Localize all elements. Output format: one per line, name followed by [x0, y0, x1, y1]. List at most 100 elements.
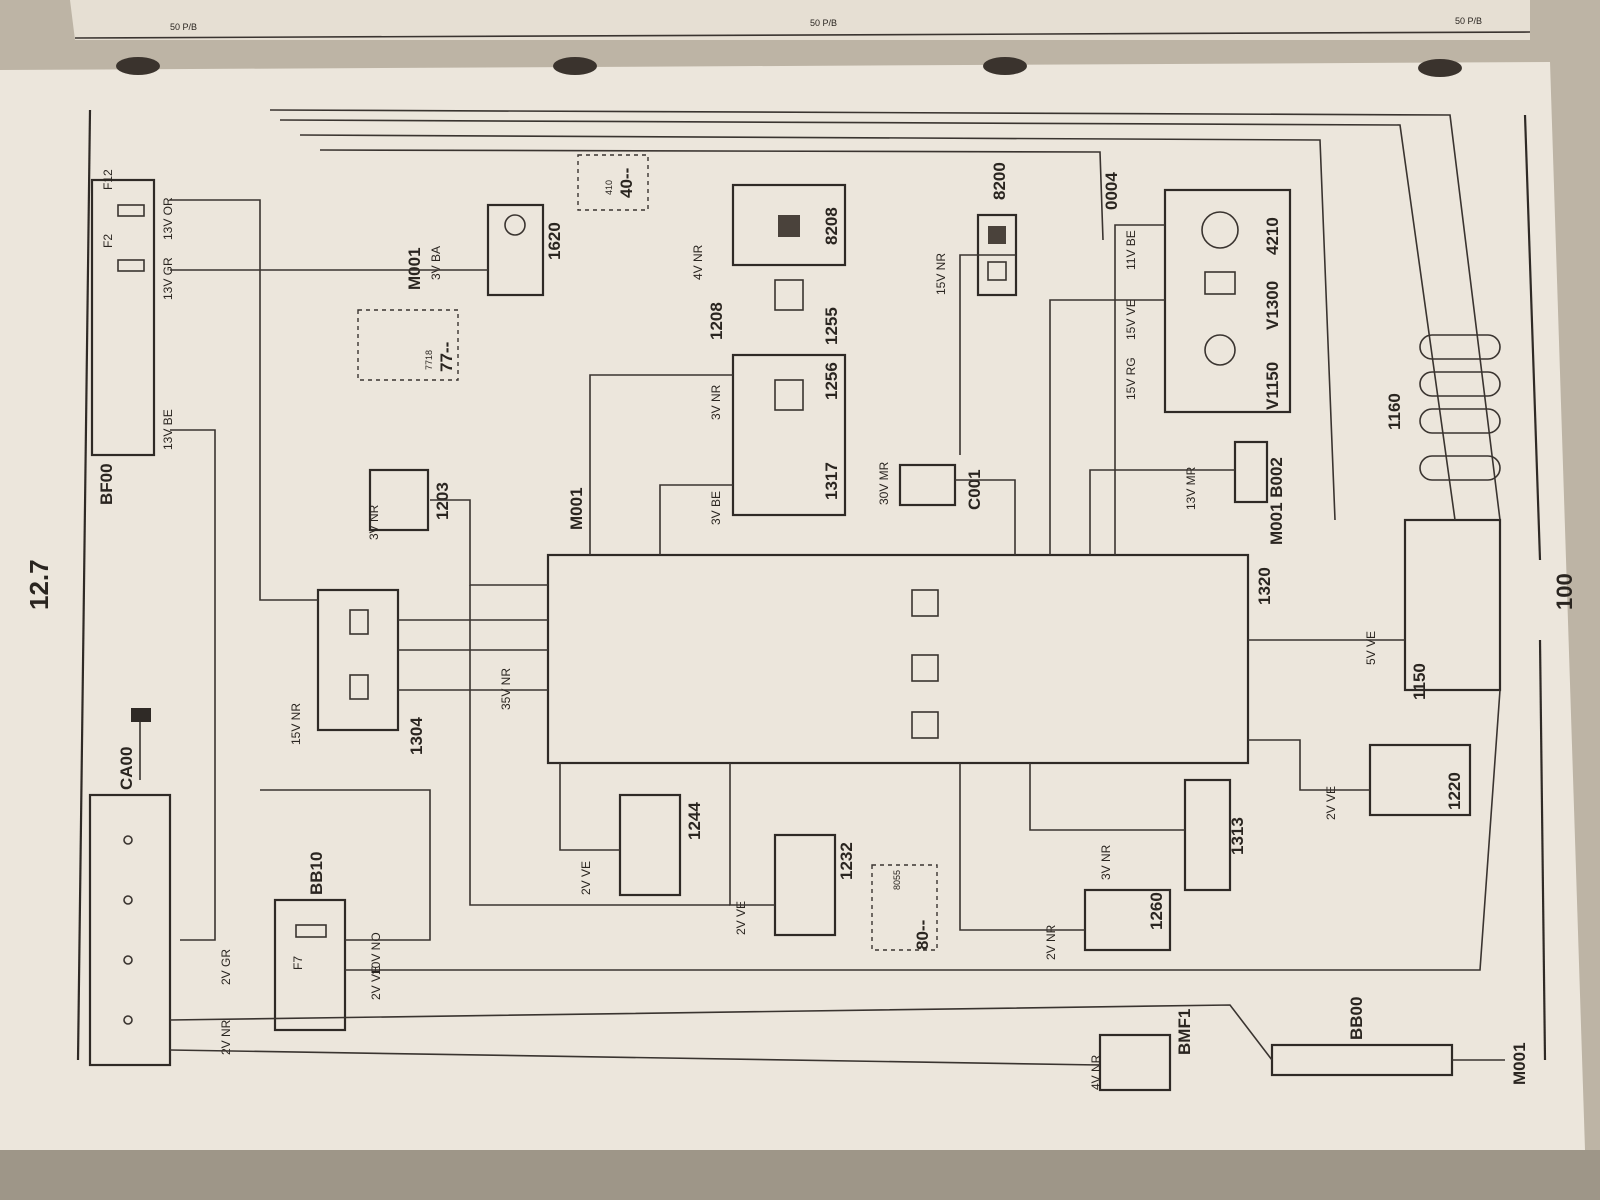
1208-conn-1: 4V NR	[691, 244, 705, 280]
1255-solenoid	[774, 279, 804, 311]
1203-box	[368, 468, 430, 532]
1620-sensor-icon	[504, 214, 526, 236]
bb10-label: BB10	[307, 852, 326, 895]
1260-conn: 2V NR	[1044, 924, 1058, 960]
ca00-conn-2: 2V NR	[219, 1019, 233, 1055]
8200-switch-icon	[988, 226, 1006, 244]
1244-conn: 2V VE	[579, 861, 593, 895]
ca00-conn-1: 2V GR	[219, 949, 233, 985]
c001-box	[898, 463, 957, 507]
1150-box	[1403, 518, 1502, 692]
bf00-conn-3: 13V BE	[161, 409, 175, 450]
ref-box-40	[577, 154, 649, 211]
1150-label: 1150	[1410, 663, 1429, 700]
bb10-box	[273, 898, 347, 1032]
v1150-label: V1150	[1263, 362, 1282, 410]
4210-gauge-icon	[1201, 211, 1239, 249]
binding-hole	[553, 57, 597, 75]
ref-code-8055: 8055	[892, 870, 902, 890]
bb10-fuse-f7-label: F7	[291, 956, 305, 970]
binding-hole	[983, 57, 1027, 75]
1150-conn: 5V VE	[1364, 631, 1378, 665]
1620-label: 1620	[545, 222, 564, 260]
bf00-box	[90, 178, 156, 457]
ca00-contact	[123, 955, 133, 965]
bmf1-conn: 4V NR	[1089, 1054, 1103, 1090]
page	[0, 62, 1585, 1150]
instrument-cluster-box	[1163, 188, 1292, 414]
m001-label-a: M001	[405, 247, 424, 290]
running-header-1: 50 P/B	[170, 22, 197, 32]
ref-page-40: 40--	[617, 168, 636, 198]
key-icon	[131, 708, 151, 722]
running-header-3: 50 P/B	[1455, 16, 1482, 26]
ref-box-80	[871, 864, 938, 951]
b002-box	[1233, 440, 1269, 504]
1220-box	[1368, 743, 1472, 817]
page-number: 100	[1552, 573, 1577, 610]
4210-label: 4210	[1263, 217, 1282, 255]
ca00-label: CA00	[117, 747, 136, 790]
m001-label-b: M001	[567, 487, 586, 530]
8200-lamp-icon	[987, 261, 1007, 281]
1317-label: 1317	[822, 462, 841, 500]
bb10-conn-1: 10V NO	[369, 932, 383, 975]
1208-conn-2: 3V NR	[709, 384, 723, 420]
glow-plug	[1419, 408, 1501, 434]
ref-code-410: 410	[604, 180, 614, 195]
bf00-label: BF00	[97, 463, 116, 505]
glow-plug	[1419, 334, 1501, 360]
wire-bundle	[169, 109, 1505, 1066]
ca00-box	[88, 793, 172, 1067]
1255-1256-box	[731, 353, 847, 517]
glow-plug	[1419, 371, 1501, 397]
1255-label: 1255	[822, 307, 841, 345]
1320-label: 1320	[1255, 567, 1274, 605]
8200-label: 8200	[990, 162, 1009, 200]
0004-conn: 11V BE	[1124, 230, 1138, 270]
v1150-conn: 15V RG	[1124, 357, 1138, 400]
v1150-lamp-icon	[1204, 334, 1236, 366]
bb10-conn-2: 2V VE	[369, 966, 383, 1000]
1313-conn: 3V NR	[1099, 844, 1113, 880]
bb00-label: BB00	[1347, 997, 1366, 1040]
running-header-2: 50 P/B	[810, 18, 837, 28]
ca00-contact	[123, 1015, 133, 1025]
1232-box	[773, 833, 837, 937]
1244-box	[618, 793, 682, 897]
bmf1-label: BMF1	[1175, 1009, 1194, 1055]
1304-coil	[349, 609, 369, 635]
1208-label: 1208	[707, 302, 726, 340]
v1300-label: V1300	[1263, 281, 1282, 330]
binding-hole	[1418, 59, 1462, 77]
1232-label: 1232	[837, 842, 856, 880]
previous-page-strip	[70, 0, 1530, 40]
fuse-f2	[117, 259, 145, 272]
binding-hole	[116, 57, 160, 75]
1256-label: 1256	[822, 362, 841, 400]
bmf1-box	[1098, 1033, 1172, 1092]
b002-conn: 13V MR	[1184, 466, 1198, 510]
fuse-f7	[295, 924, 327, 938]
v1300-conn: 15V VE	[1124, 299, 1138, 340]
bf00-fuse-f12-label: F12	[101, 169, 115, 190]
glow-plug	[1419, 455, 1501, 481]
ref-page-77: 77--	[437, 342, 456, 372]
1260-box	[1083, 888, 1172, 952]
ecu-chip-icon	[911, 654, 939, 682]
1304-coil	[349, 674, 369, 700]
ca00-contact	[123, 835, 133, 845]
1220-label: 1220	[1445, 772, 1464, 810]
m001-label-c: M001	[1510, 1042, 1529, 1085]
ref-page-80: 80--	[913, 920, 932, 950]
1203-conn: 3V NR	[367, 504, 381, 540]
ecu-lightning-icon	[911, 711, 939, 739]
page-stack-bottom	[0, 1150, 1600, 1200]
8200-conn: 15V NR	[934, 253, 948, 295]
1317-conn: 3V BE	[709, 491, 723, 525]
bf00-fuse-f2-label: F2	[101, 234, 115, 248]
1220-conn: 2V VE	[1324, 786, 1338, 820]
right-frame-line-top	[1523, 114, 1542, 561]
1304-conn: 15V NR	[289, 703, 303, 745]
1304-box	[316, 588, 400, 732]
